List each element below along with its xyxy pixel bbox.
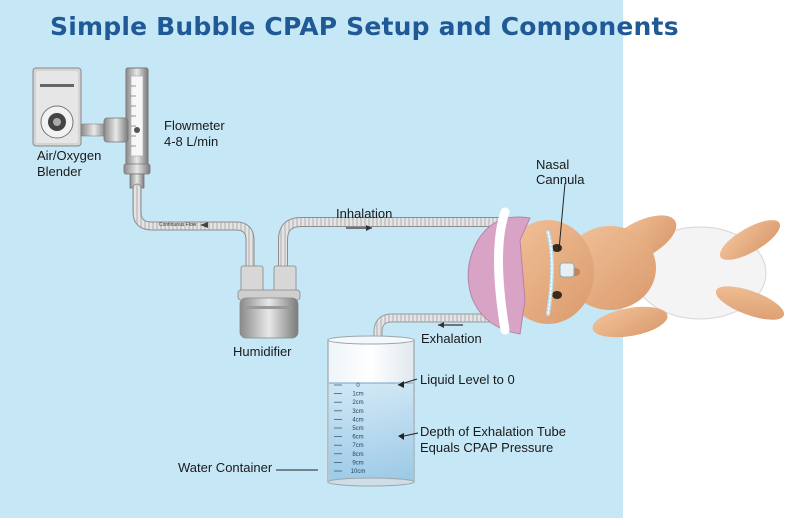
- scale-mark-label: 2cm: [352, 400, 363, 406]
- depth-scale: 0 1cm 2cm 3cm 4cm 5cm 6cm 7cm 8cm 9cm 10cm: [334, 383, 365, 475]
- scale-mark-label: 9cm: [352, 460, 363, 466]
- continuous-flow-tube: [132, 183, 255, 275]
- scale-mark-label: 8cm: [352, 452, 363, 458]
- infant-with-nasal-cannula: [467, 207, 785, 338]
- scale-mark-label: 6cm: [352, 435, 363, 441]
- flowmeter-label-line1: Flowmeter: [164, 118, 225, 133]
- depth-arrowhead: [398, 433, 404, 440]
- water-container-label: Water Container: [178, 460, 273, 475]
- page-title: Simple Bubble CPAP Setup and Components: [50, 12, 679, 41]
- nasal-cannula-label-line1: Nasal: [536, 157, 570, 172]
- nasal-cannula-label-line2: Cannula: [536, 172, 585, 187]
- continuous-flow-label: Continuous Flow: [159, 222, 197, 228]
- liquid-level-arrowhead: [398, 381, 404, 388]
- depth-label-line1: Depth of Exhalation Tube: [420, 424, 566, 439]
- air-oxygen-blender: [32, 67, 108, 147]
- scale-mark-label: 1cm: [352, 392, 363, 398]
- scale-mark-label: 7cm: [352, 443, 363, 449]
- scale-mark-label: 5cm: [352, 426, 363, 432]
- flowmeter: [103, 67, 151, 189]
- exhalation-tube: [373, 313, 500, 465]
- inhalation-label: Inhalation: [336, 206, 393, 221]
- scale-mark-label: 3cm: [352, 409, 363, 415]
- exhalation-label: Exhalation: [421, 331, 482, 346]
- blender-label-line1: Air/Oxygen: [37, 148, 102, 163]
- scale-mark-label: 10cm: [351, 469, 366, 475]
- flowmeter-label-line2: 4-8 L/min: [164, 134, 219, 149]
- blender-label-line2: Blender: [37, 164, 82, 179]
- scale-mark-label: 4cm: [352, 417, 363, 423]
- humidifier-label: Humidifier: [233, 344, 292, 359]
- depth-label-line2: Equals CPAP Pressure: [420, 440, 554, 455]
- water-container: 0 1cm 2cm 3cm 4cm 5cm 6cm 7cm 8cm 9cm 10cm: [327, 335, 415, 487]
- inhalation-tube: [278, 217, 505, 275]
- scale-mark-label: 0: [356, 383, 360, 389]
- humidifier: [237, 265, 301, 339]
- liquid-level-label: Liquid Level to 0: [420, 372, 515, 387]
